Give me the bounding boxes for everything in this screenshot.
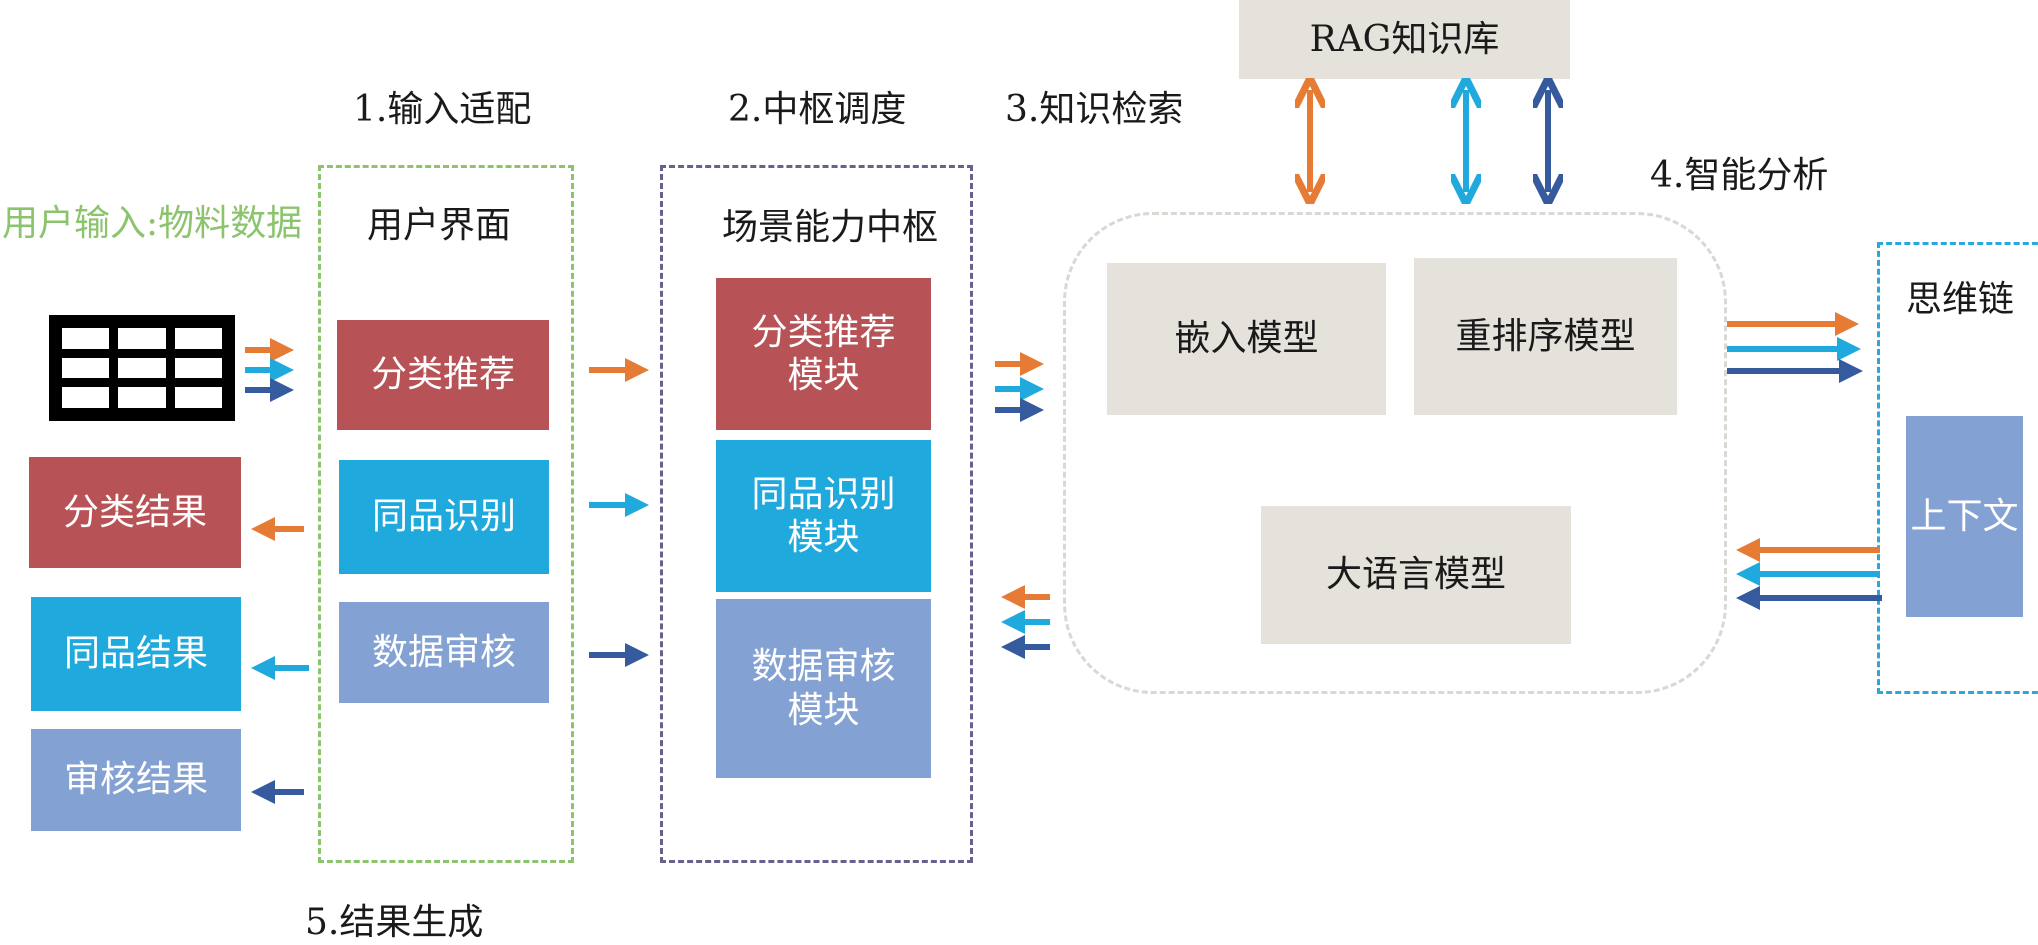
stage-label-result-generation: 5.结果生成 <box>305 902 484 943</box>
ui-classification-button[interactable]: 分类推荐 <box>337 320 549 430</box>
hub-same-product-module[interactable]: 同品识别 模块 <box>716 440 931 592</box>
hub-data-audit-module[interactable]: 数据审核 模块 <box>716 599 931 778</box>
data-table-icon <box>49 315 235 421</box>
rag-knowledge-base[interactable]: RAG知识库 <box>1239 0 1570 79</box>
hub-classification-module[interactable]: 分类推荐 模块 <box>716 278 931 430</box>
rerank-model[interactable]: 重排序模型 <box>1414 258 1677 415</box>
large-language-model[interactable]: 大语言模型 <box>1261 506 1571 644</box>
stage-label-intelligent-analysis: 4.智能分析 <box>1650 155 1829 196</box>
stage-label-input-adapt: 1.输入适配 <box>353 89 532 130</box>
classification-result: 分类结果 <box>29 457 241 568</box>
same-product-result: 同品结果 <box>31 597 241 711</box>
user-input-label: 用户输入:物料数据 <box>2 203 303 244</box>
user-interface-frame <box>318 165 574 863</box>
capability-hub-title: 场景能力中枢 <box>722 207 939 248</box>
intelligent-analysis-frame <box>1063 212 1727 694</box>
chain-of-thought-frame <box>1877 242 2038 694</box>
stage-label-hub-dispatch: 2.中枢调度 <box>728 89 907 130</box>
context-block[interactable]: 上下文 <box>1906 416 2023 617</box>
module-suffix: 模块 <box>787 689 860 731</box>
module-name: 分类推荐 <box>751 311 896 353</box>
audit-result: 审核结果 <box>31 729 241 831</box>
ui-data-audit-button[interactable]: 数据审核 <box>339 602 549 703</box>
chain-of-thought-title: 思维链 <box>1906 279 2015 320</box>
ui-same-product-button[interactable]: 同品识别 <box>339 460 549 574</box>
module-name: 数据审核 <box>751 646 896 688</box>
user-interface-title: 用户界面 <box>367 205 512 246</box>
embedding-model[interactable]: 嵌入模型 <box>1107 263 1386 415</box>
module-suffix: 模块 <box>787 355 860 396</box>
module-name: 同品识别 <box>751 473 896 515</box>
module-suffix: 模块 <box>787 517 860 558</box>
capability-hub-frame <box>660 165 973 863</box>
stage-label-knowledge-retrieval: 3.知识检索 <box>1005 89 1184 130</box>
